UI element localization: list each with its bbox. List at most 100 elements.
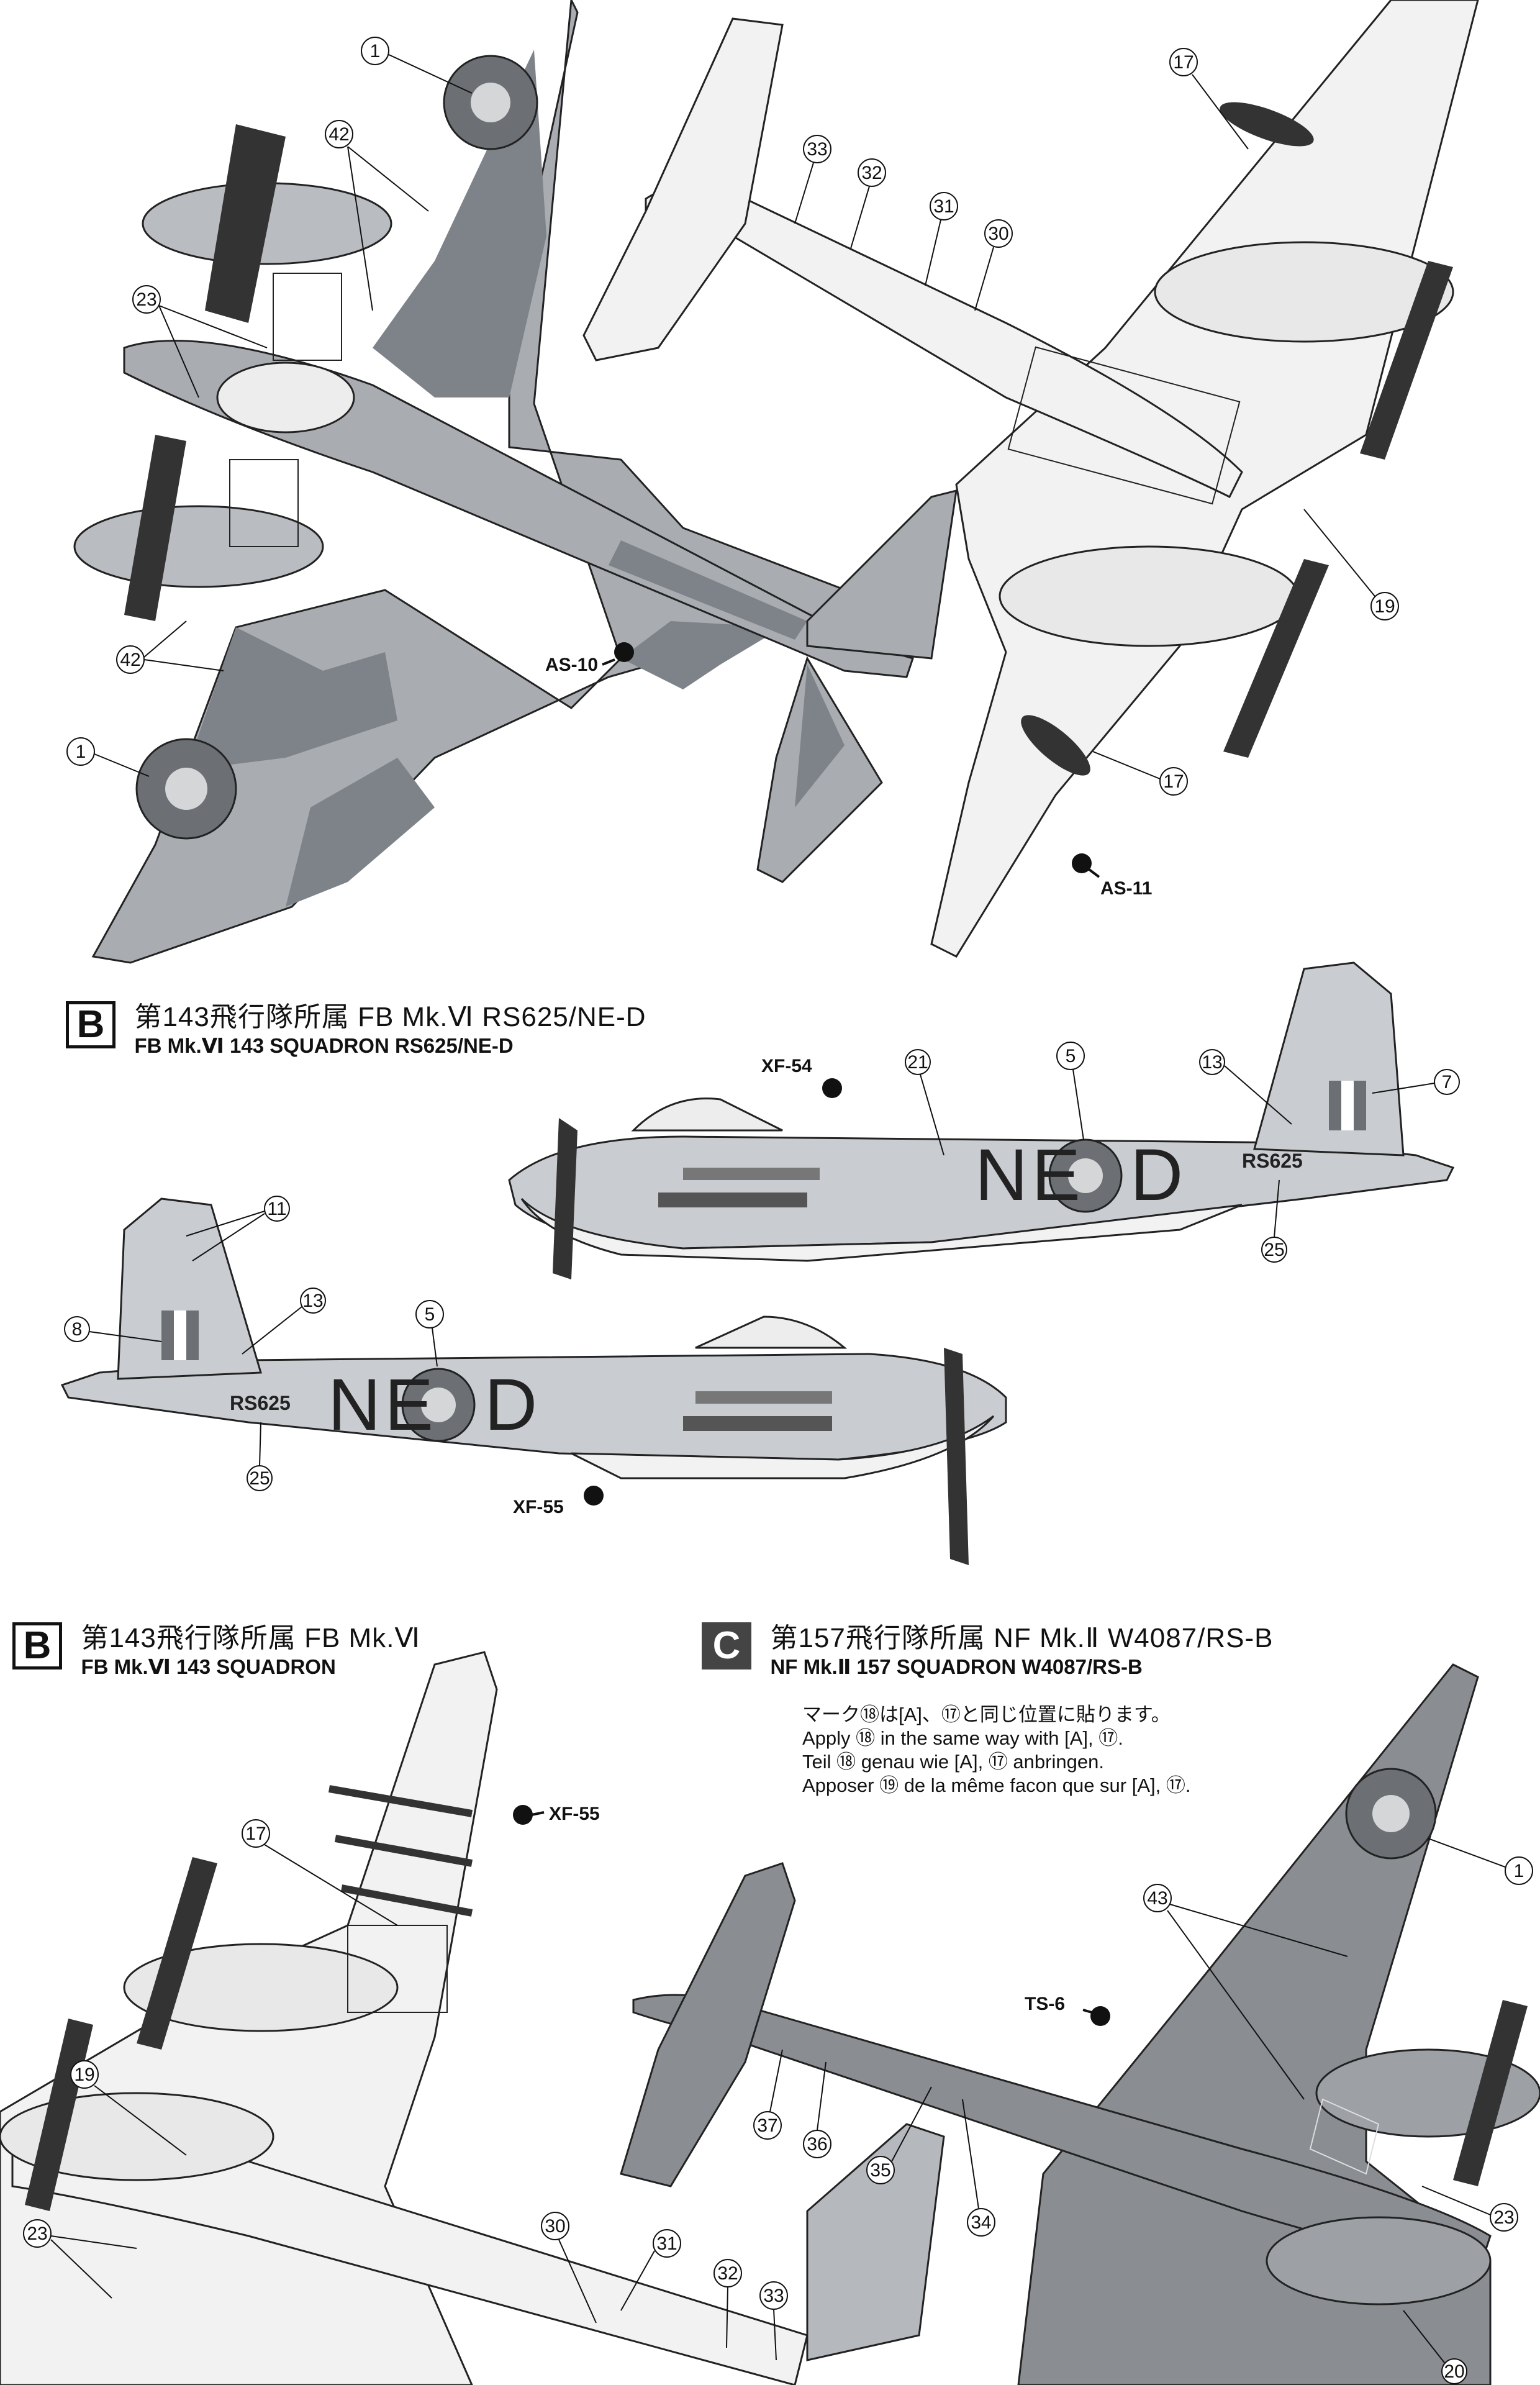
callout-25-port: 25: [247, 1422, 273, 1491]
header-c: C 第157飛行隊所属 NF Mk.Ⅱ W4087/RS-B NF Mk.Ⅱ 1…: [702, 1622, 1273, 1679]
header-b-side-views: B 第143飛行隊所属 FB Mk.Ⅵ RS625/NE-D FB Mk.Ⅵ 1…: [66, 1001, 646, 1058]
starboard-code-ne: NE: [975, 1134, 1084, 1216]
svg-text:21: 21: [907, 1052, 928, 1073]
callout-23-b: 23: [23, 2219, 137, 2299]
callout-33-b: 33: [759, 2281, 788, 2361]
port-code-ne: NE: [328, 1364, 437, 1446]
paint-marker-xf55-side: XF-55: [513, 1486, 604, 1517]
callout-20: 20: [1403, 2310, 1467, 2384]
svg-text:35: 35: [870, 2160, 890, 2181]
scheme-badge-b: B: [66, 1001, 116, 1048]
svg-text:19: 19: [1374, 596, 1395, 617]
svg-text:1: 1: [370, 41, 381, 61]
note-jp: マーク⑱は[A]、⑰と同じ位置に貼ります。: [802, 1704, 1171, 1725]
callout-32-b: 32: [713, 2259, 742, 2348]
callout-23-c: 23: [1421, 2186, 1518, 2232]
scheme-title-en: FB Mk.Ⅵ 143 SQUADRON: [81, 1655, 336, 1678]
callout-17-lower: 17: [1092, 751, 1188, 796]
scheme-title-jp: 第143飛行隊所属 FB Mk.Ⅵ RS625/NE-D: [134, 1002, 646, 1032]
svg-text:37: 37: [757, 2115, 777, 2136]
callouts-view-a-top: 1 42 23 42 1: [66, 37, 473, 777]
svg-text:43: 43: [1147, 1888, 1167, 1909]
svg-text:23: 23: [27, 2224, 47, 2244]
svg-text:7: 7: [1442, 1072, 1452, 1093]
svg-text:36: 36: [807, 2134, 827, 2155]
svg-text:33: 33: [763, 2286, 784, 2306]
decal-note-c: マーク⑱は[A]、⑰と同じ位置に貼ります。 Apply ⑱ in the sam…: [802, 1703, 1190, 1797]
paint-marker-as10: AS-10: [545, 642, 634, 675]
callout-34: 34: [962, 2099, 995, 2237]
side-view-port: [60, 1197, 1007, 1565]
svg-text:17: 17: [245, 1824, 266, 1844]
svg-text:23: 23: [1493, 2207, 1514, 2228]
callout-1-c: 1: [1428, 1838, 1533, 1885]
svg-text:19: 19: [74, 2065, 94, 2085]
svg-text:32: 32: [861, 163, 882, 183]
callout-7: 7: [1372, 1069, 1460, 1095]
svg-text:31: 31: [933, 196, 954, 217]
callout-13-starboard: 13: [1199, 1049, 1292, 1125]
callout-13-port: 13: [242, 1288, 326, 1355]
svg-text:20: 20: [1444, 2361, 1464, 2382]
svg-text:23: 23: [136, 289, 156, 310]
top-view-aircraft-a: [73, 0, 958, 964]
port-code-d: D: [484, 1364, 541, 1446]
callout-36: 36: [803, 2061, 831, 2158]
svg-text:8: 8: [72, 1319, 83, 1340]
callout-31-b: 31: [620, 2229, 681, 2311]
svg-text:5: 5: [1066, 1046, 1076, 1066]
callouts-side-views: 21 5 13 7 25 11 13 8 5 25: [64, 1042, 1460, 1491]
svg-text:17: 17: [1163, 771, 1184, 792]
callout-21: 21: [905, 1049, 944, 1156]
svg-text:5: 5: [425, 1304, 435, 1325]
svg-text:XF-54: XF-54: [761, 1056, 812, 1076]
scheme-badge-b: B: [12, 1622, 62, 1670]
svg-text:1: 1: [76, 742, 86, 762]
svg-text:33: 33: [807, 139, 827, 160]
scheme-title-jp: 第157飛行隊所属 NF Mk.Ⅱ W4087/RS-B: [770, 1623, 1274, 1653]
svg-text:25: 25: [249, 1468, 270, 1489]
svg-text:XF-55: XF-55: [513, 1497, 564, 1517]
callout-30-upper: 30: [974, 219, 1013, 311]
callout-5-starboard: 5: [1056, 1042, 1085, 1140]
svg-text:AS-11: AS-11: [1100, 878, 1152, 899]
callout-30-b: 30: [541, 2212, 597, 2324]
callout-32-upper: 32: [850, 158, 886, 249]
note-en: Apply ⑱ in the same way with [A], ⑰.: [802, 1727, 1123, 1749]
note-fr: Apposer ⑲ de la même facon que sur [A], …: [802, 1774, 1191, 1796]
svg-text:31: 31: [656, 2233, 677, 2254]
side-view-starboard: [508, 961, 1455, 1279]
callout-1-upper: 1: [361, 37, 473, 94]
callout-8: 8: [64, 1316, 162, 1342]
svg-text:13: 13: [302, 1291, 323, 1311]
starboard-serial: RS625: [1242, 1150, 1303, 1172]
svg-text:13: 13: [1202, 1052, 1222, 1073]
callout-35: 35: [866, 2086, 932, 2184]
svg-text:TS-6: TS-6: [1025, 1994, 1065, 2014]
callouts-view-a-bottom: 17 33 32 31 30 19 17: [794, 48, 1399, 796]
callout-37: 37: [753, 2049, 783, 2140]
svg-text:11: 11: [267, 1199, 286, 1219]
svg-text:30: 30: [988, 224, 1008, 244]
callout-23-upper: 23: [132, 285, 268, 398]
starboard-code-d: D: [1130, 1134, 1187, 1216]
callout-42-lower: 42: [116, 620, 224, 674]
paint-marker-ts6: TS-6: [1025, 1994, 1110, 2026]
svg-text:30: 30: [545, 2216, 565, 2237]
scheme-title-en: FB Mk.Ⅵ 143 SQUADRON RS625/NE-D: [134, 1034, 514, 1057]
svg-text:25: 25: [1264, 1240, 1284, 1260]
svg-text:1: 1: [1514, 1861, 1524, 1881]
callout-5-port: 5: [415, 1300, 444, 1367]
svg-text:34: 34: [971, 2212, 991, 2233]
port-serial: RS625: [230, 1392, 291, 1414]
scheme-badge-c: C: [702, 1622, 751, 1670]
underside-view-aircraft-a: [582, 0, 1479, 958]
paint-marker-xf55-bottom: XF-55: [513, 1804, 600, 1825]
svg-text:AS-10: AS-10: [545, 655, 598, 675]
callout-17-b: 17: [242, 1819, 398, 1926]
paint-marker-as11: AS-11: [1072, 853, 1152, 899]
top-view-aircraft-c: [620, 1663, 1540, 2385]
svg-text:42: 42: [120, 650, 140, 670]
callout-19-b: 19: [70, 2060, 187, 2156]
